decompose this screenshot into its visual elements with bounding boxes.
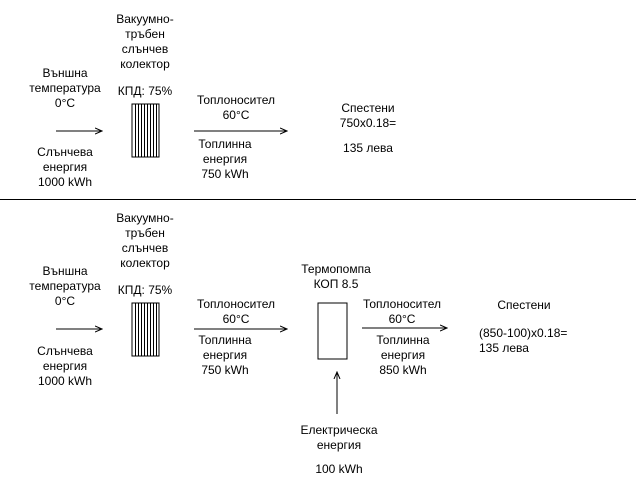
collector-icon-top — [131, 103, 160, 158]
savings-title-bottom: Спестени — [497, 298, 551, 312]
collector-efficiency-bottom: КПД: 75% — [117, 283, 173, 297]
heatpump-box — [317, 302, 348, 360]
collector-icon-bottom — [131, 302, 160, 357]
savings-amount-top: 135 лева — [343, 141, 393, 155]
savings-formula-bottom: (850-100)x0.18=135 лева — [479, 326, 568, 355]
electric-energy-amount: 100 kWh — [315, 462, 363, 476]
collector-efficiency-top: КПД: 75% — [117, 84, 173, 98]
